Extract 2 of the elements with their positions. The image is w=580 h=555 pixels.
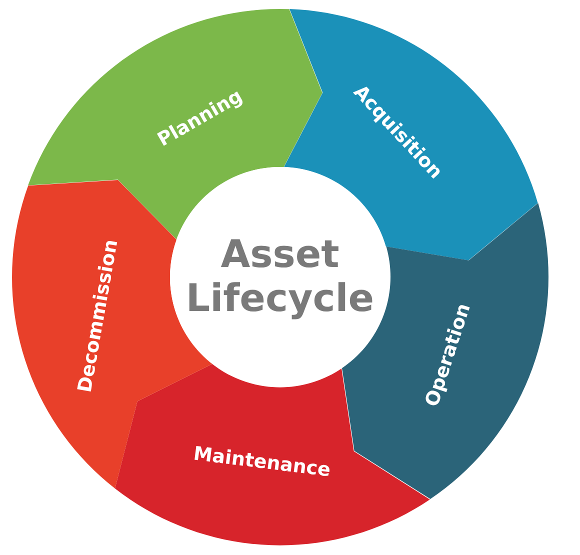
center-title: Asset Lifecycle (185, 233, 375, 321)
stage-label: Maintenance (192, 442, 332, 482)
